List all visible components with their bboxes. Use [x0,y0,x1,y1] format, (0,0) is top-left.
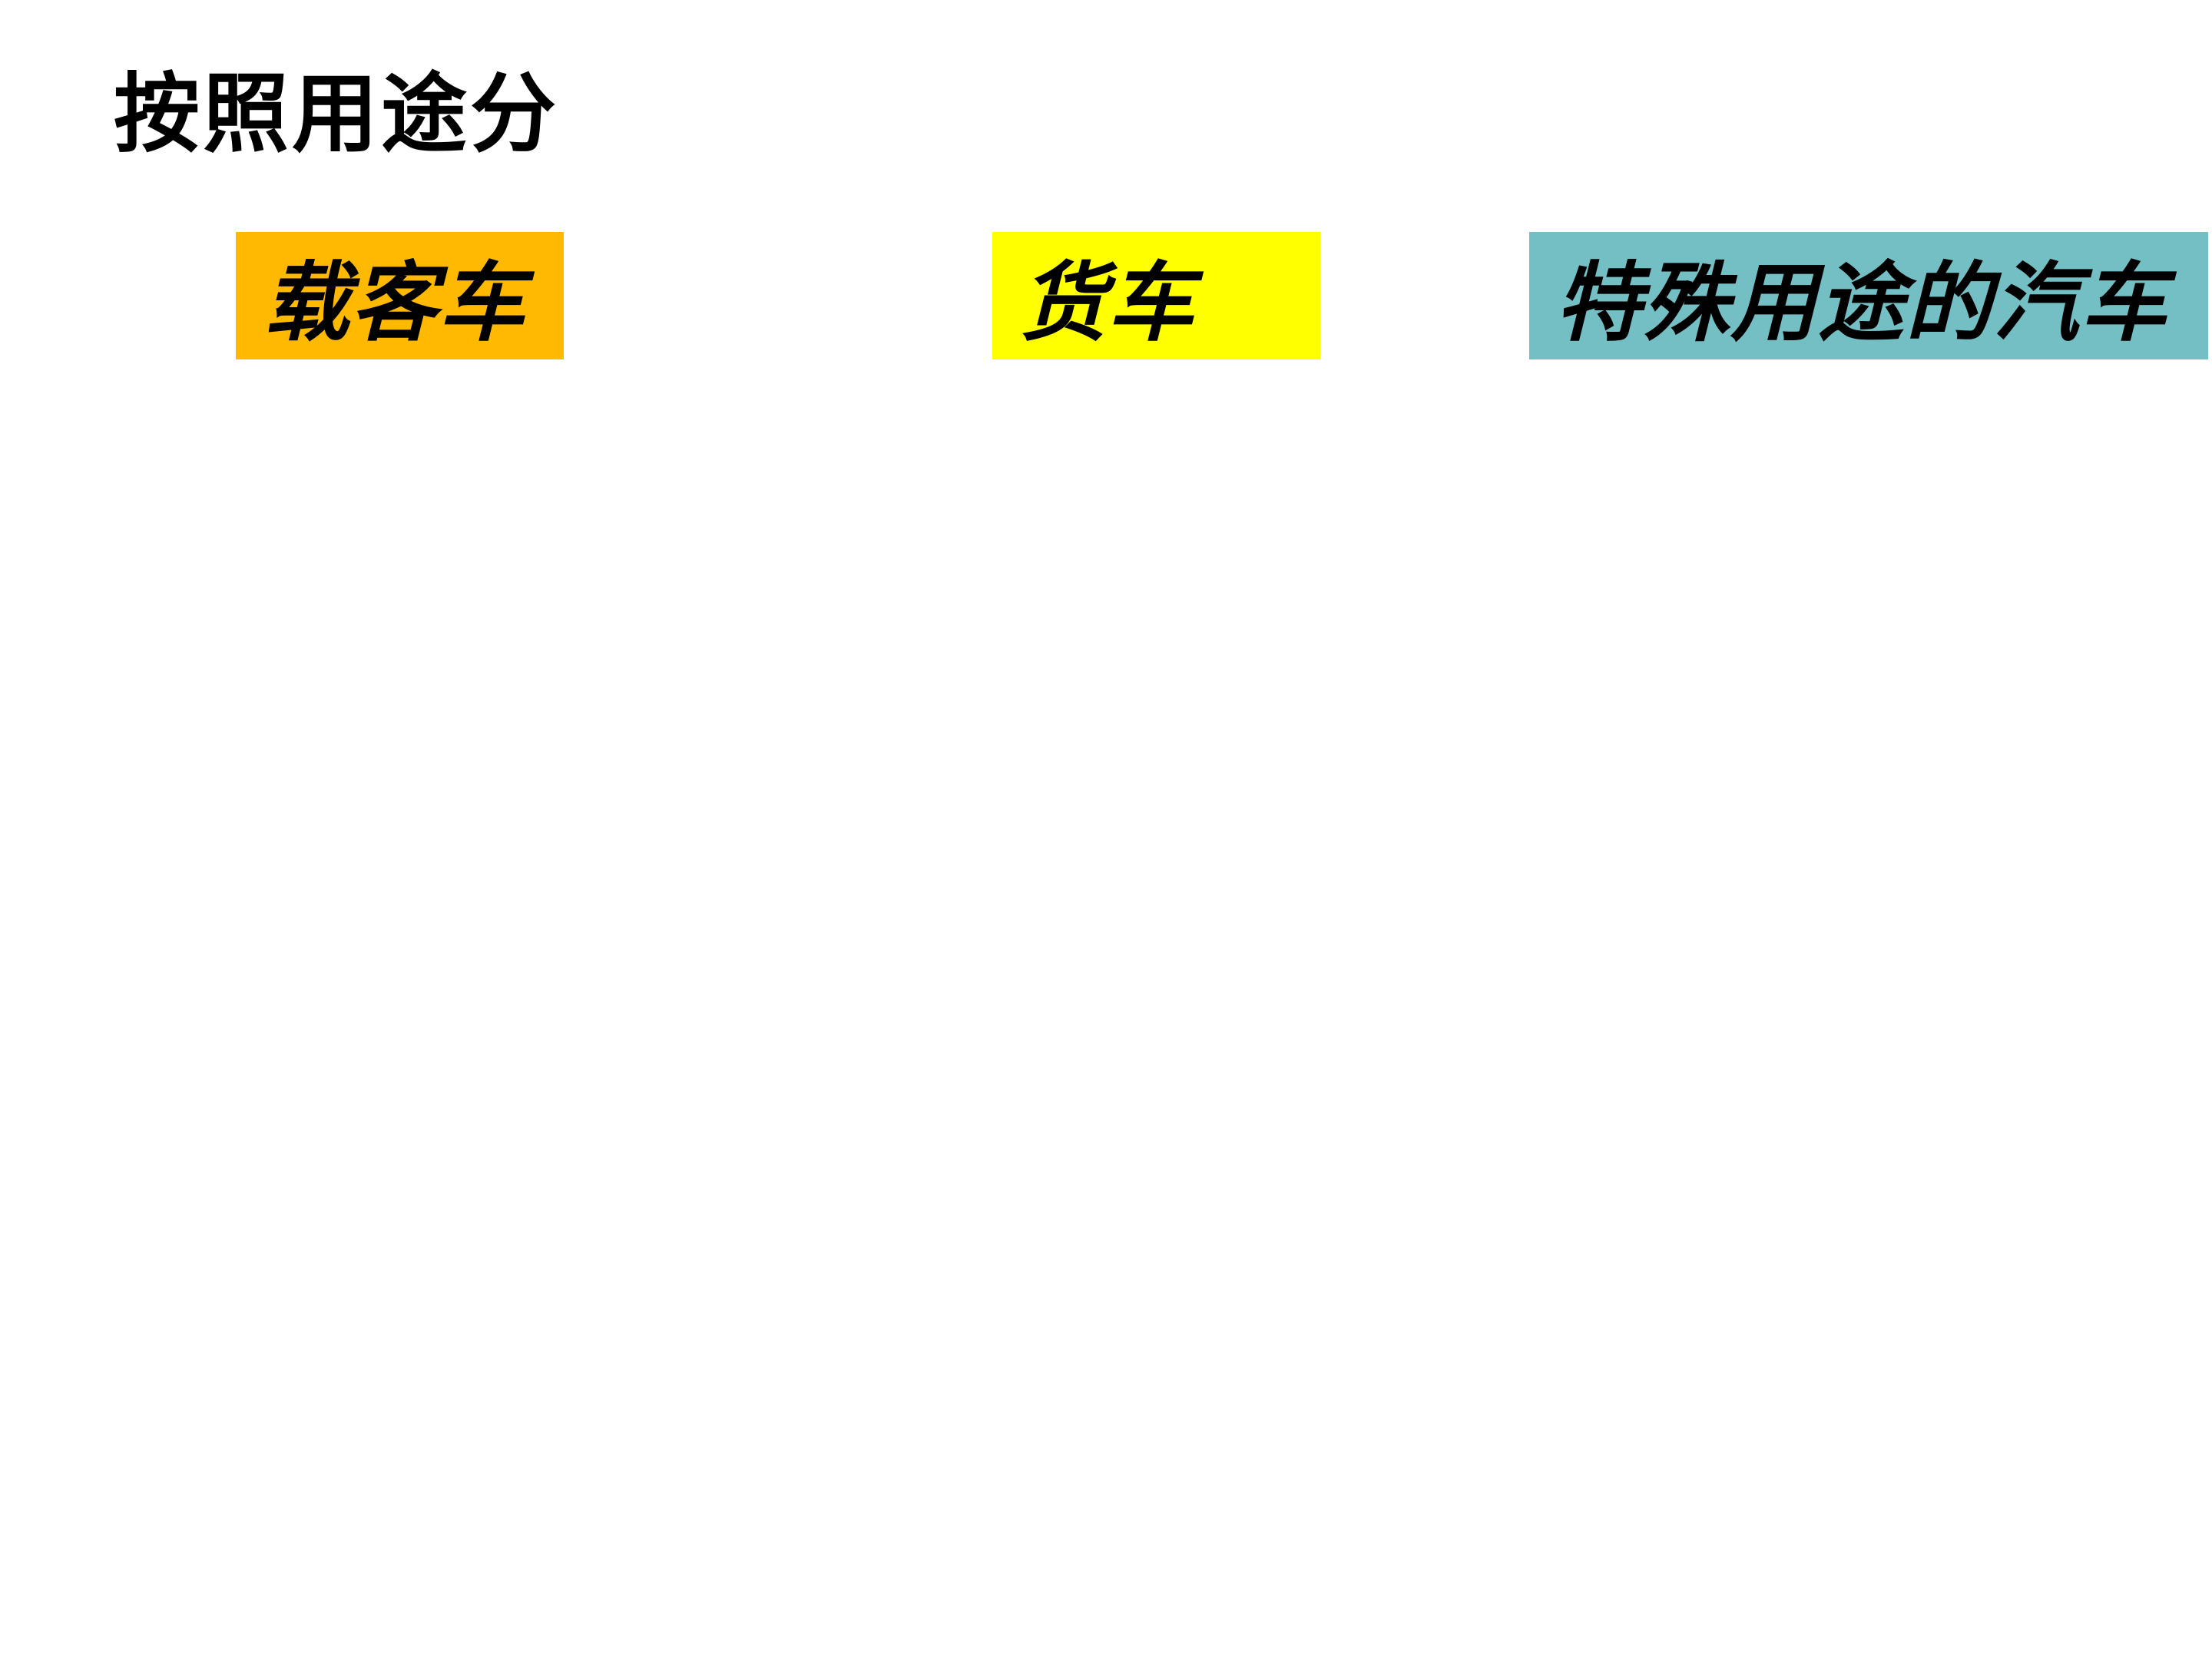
category-special-purpose-vehicle: 特殊用途的汽车 [1529,232,2208,359]
category-truck: 货车 [992,232,1320,359]
category-passenger-car: 载客车 [236,232,564,359]
slide-title: 按照用途分 [114,65,559,164]
